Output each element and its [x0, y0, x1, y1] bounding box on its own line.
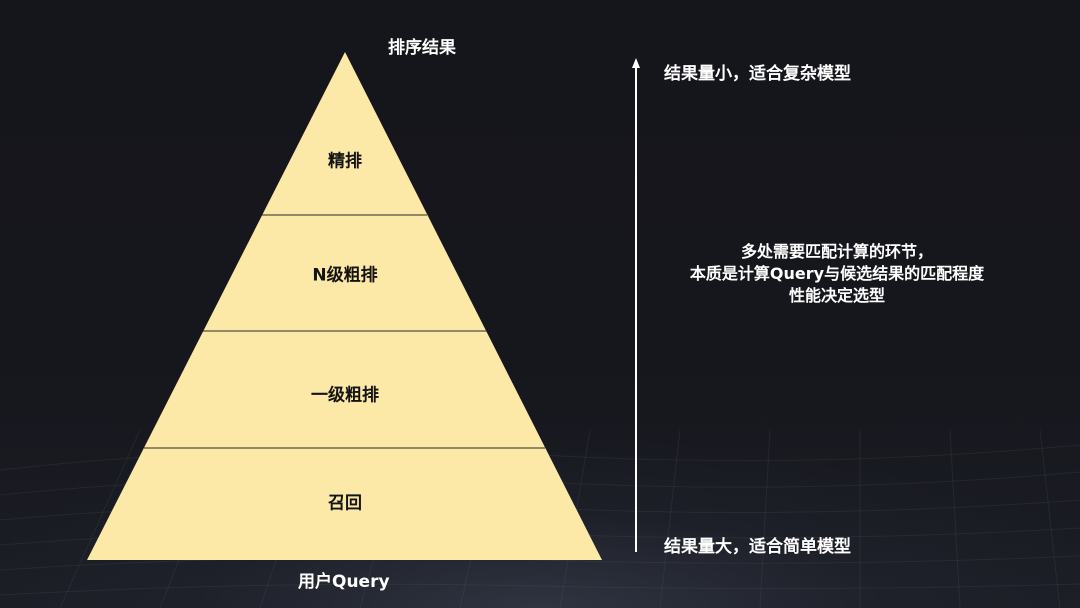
- layer-label-recall: 召回: [328, 493, 362, 514]
- layer-label-n-level-coarse-ranking: N级粗排: [312, 265, 378, 286]
- note-line: 多处需要匹配计算的环节，: [740, 242, 934, 261]
- note-line: 本质是计算Query与候选结果的匹配程度: [689, 264, 985, 283]
- pyramid-bottom-label: 用户Query: [298, 572, 390, 592]
- note-line: 性能决定选型: [788, 286, 886, 305]
- layer-label-fine-ranking: 精排: [328, 151, 362, 172]
- explanation-note: 多处需要匹配计算的环节， 本质是计算Query与候选结果的匹配程度 性能决定选型: [690, 241, 984, 307]
- layer-label-first-level-coarse-ranking: 一级粗排: [311, 385, 379, 406]
- pyramid-shape: [87, 52, 602, 560]
- arrow-head-icon: [632, 58, 640, 68]
- arrow-bottom-label: 结果量大，适合简单模型: [664, 537, 851, 557]
- pyramid-top-label: 排序结果: [388, 38, 456, 58]
- arrow-top-label: 结果量小，适合复杂模型: [664, 64, 851, 84]
